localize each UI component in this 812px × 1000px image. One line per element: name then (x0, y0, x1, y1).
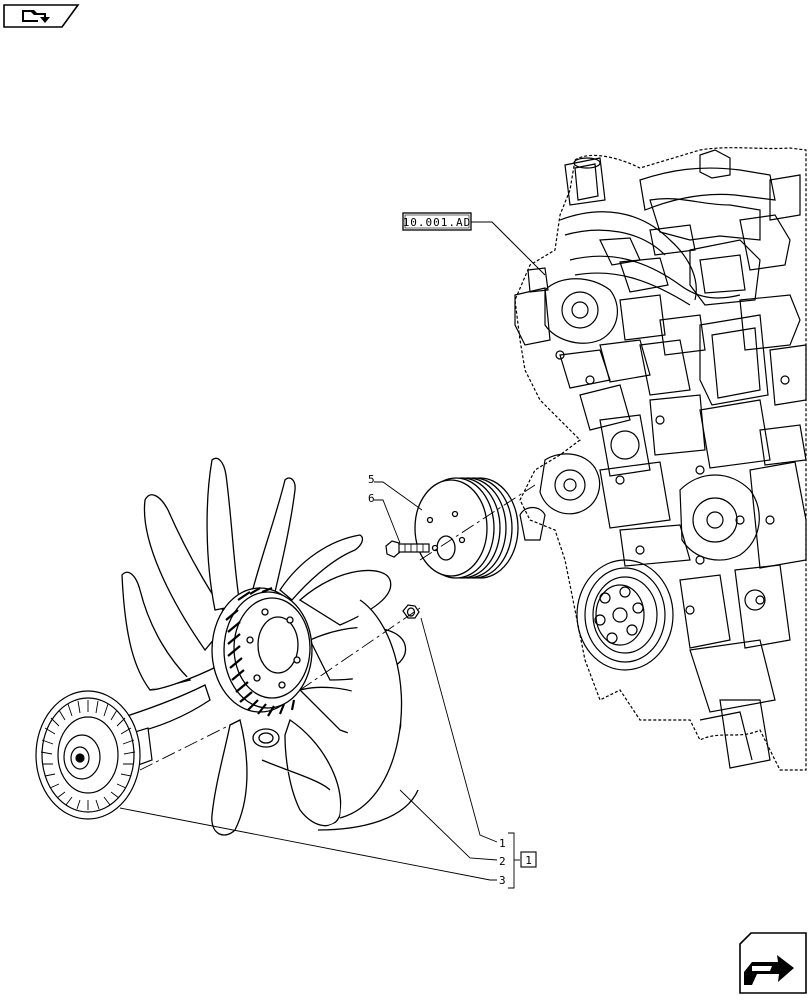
previous-page-button[interactable] (3, 4, 80, 28)
callout-group (119, 617, 520, 889)
callout-6-number: 6 (368, 492, 375, 505)
reference-link-10-001-ad[interactable]: 10.001.AD (402, 212, 472, 231)
callout-3-number: 3 (499, 874, 506, 887)
callout-1-number: 1 (499, 837, 506, 850)
fan-blade (118, 457, 419, 836)
callout-6: 6 (368, 492, 401, 544)
fan-clutch-nut (402, 604, 420, 619)
group-label: 1 (525, 854, 532, 867)
previous-page-arrow-icon (22, 10, 50, 23)
group-label-box: 1 (520, 851, 537, 868)
next-page-arrow-icon (744, 955, 794, 985)
pulley-bolt (385, 540, 430, 558)
reference-leader-line (471, 221, 546, 276)
viscous-fan-clutch (35, 690, 153, 820)
alignment-center-line (139, 484, 536, 771)
reference-label: 10.001.AD (403, 216, 472, 229)
callout-5: 5 (368, 473, 423, 511)
callout-2-number: 2 (499, 855, 506, 868)
engine-assembly (514, 147, 807, 771)
fan-pulley (414, 477, 519, 579)
callout-5-number: 5 (368, 473, 375, 486)
next-page-button[interactable] (739, 932, 807, 994)
